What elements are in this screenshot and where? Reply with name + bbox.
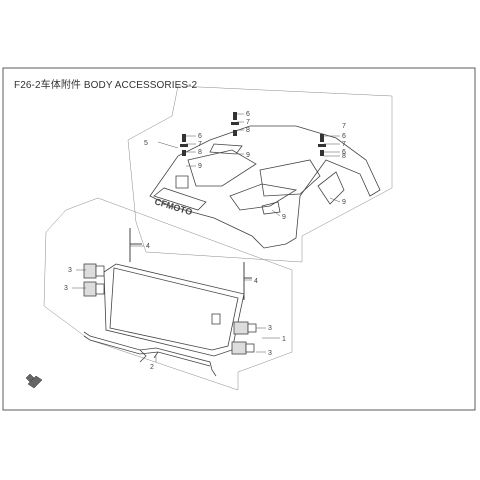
brand-emboss: CFMOTO: [153, 196, 193, 217]
callout-7d: 7: [342, 123, 346, 130]
windshield-bars: [129, 228, 252, 300]
diagram-border: [2, 67, 476, 411]
callout-4b: 4: [254, 278, 258, 285]
callout-9b: 9: [198, 163, 202, 170]
callout-7a: 7: [246, 119, 250, 126]
callout-7b: 7: [198, 141, 202, 148]
hood-panel: [149, 125, 381, 249]
clamp-parts: [83, 263, 257, 355]
callout-6a: 6: [246, 111, 250, 118]
callout-5: 5: [144, 140, 148, 147]
windshield-bracket: [83, 331, 217, 377]
callout-6b: 6: [198, 133, 202, 140]
callout-2: 2: [150, 364, 154, 371]
windshield-panel: [103, 263, 245, 357]
upper-group-outline: [127, 85, 393, 263]
callout-4a: 4: [146, 243, 150, 250]
lower-leader-lines: [72, 245, 280, 362]
orientation-arrow-icon: [25, 373, 43, 389]
callout-8a: 8: [246, 127, 250, 134]
callout-3a: 3: [68, 267, 72, 274]
callout-3d: 3: [268, 350, 272, 357]
callout-8c: 8: [342, 153, 346, 160]
fastener-stacks: [180, 112, 326, 156]
callout-9c: 9: [342, 199, 346, 206]
callout-6d: 6: [342, 149, 346, 156]
callout-3b: 3: [64, 285, 68, 292]
diagram-title: F26-2车体附件 BODY ACCESSORIES-2: [14, 80, 198, 91]
lower-group-outline: [43, 197, 293, 391]
callout-7c: 7: [342, 141, 346, 148]
callout-3c: 3: [268, 325, 272, 332]
callout-1: 1: [282, 336, 286, 343]
callout-9a: 9: [246, 152, 250, 159]
hood-leader-lines: [157, 113, 341, 217]
callout-6c: 6: [342, 133, 346, 140]
callout-9d: 9: [282, 214, 286, 221]
callout-8b: 8: [198, 149, 202, 156]
